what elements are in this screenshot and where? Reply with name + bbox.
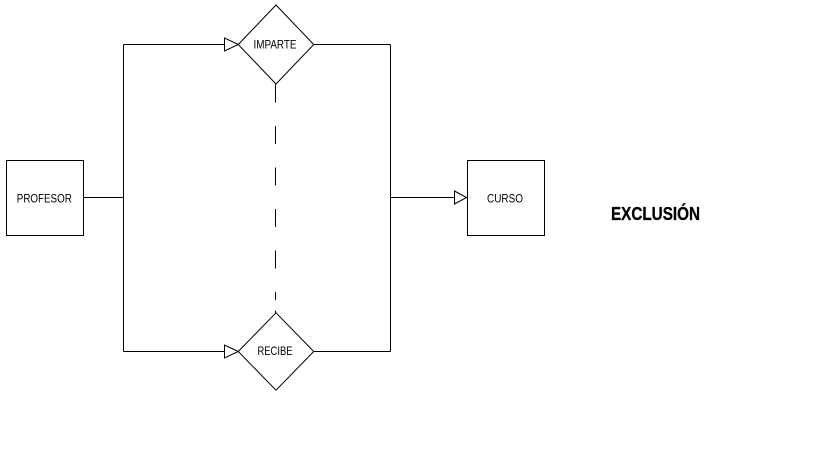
svg-text:EXCLUSIÓN: EXCLUSIÓN <box>611 203 700 224</box>
svg-text:IMPARTE: IMPARTE <box>254 39 297 51</box>
svg-text:RECIBE: RECIBE <box>258 346 293 358</box>
svg-text:PROFESOR: PROFESOR <box>17 194 72 206</box>
svg-text:CURSO: CURSO <box>487 194 523 206</box>
